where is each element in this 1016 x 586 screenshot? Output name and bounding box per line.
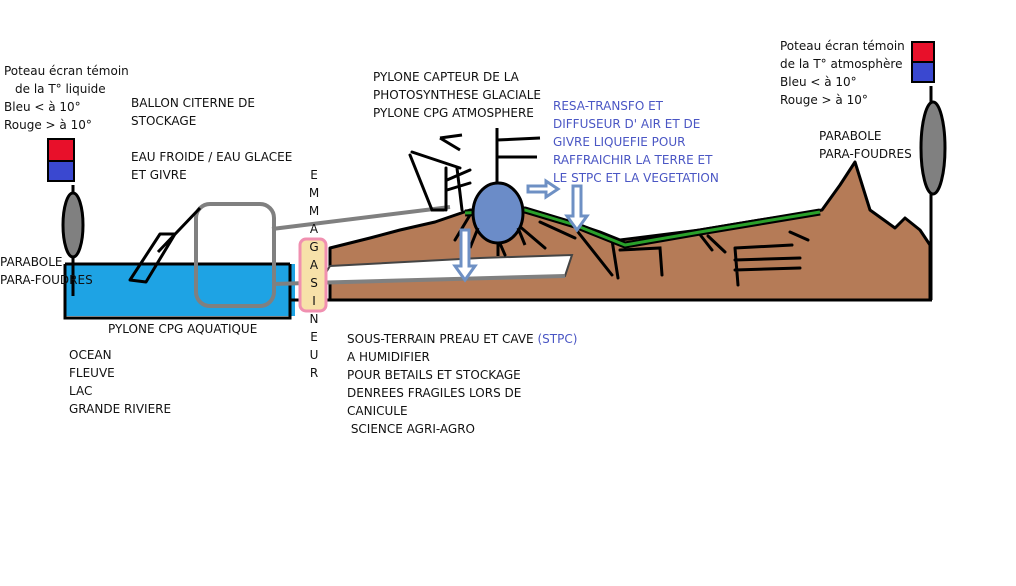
emmagasineur-letter: E (310, 330, 318, 344)
right-indicator (911, 41, 947, 300)
emmagasineur-pillar (298, 237, 328, 313)
emmagasineur-letter: N (309, 312, 319, 326)
arrow-down-center (452, 228, 478, 283)
label-sous-terrain: SOUS-TERRAIN PREAU ET CAVE (STPC) A HUMI… (347, 332, 578, 436)
label-pylone-aquatique: PYLONE CPG AQUATIQUE (108, 322, 258, 336)
emmagasineur-letter: I (312, 294, 316, 308)
label-pylone-capteur: PYLONE CAPTEUR DE LA PHOTOSYNTHESE GLACI… (373, 70, 542, 120)
emmagasineur-letter: M (308, 186, 320, 200)
antenna-arms (439, 128, 541, 200)
stpc-tag: (STPC) (537, 332, 578, 346)
emmagasineur-letter: A (309, 258, 319, 272)
emmagasineur-letter: R (309, 366, 319, 380)
emmagasineur-letter: S (310, 276, 318, 290)
arrow-down-right (564, 184, 590, 233)
label-resa-transfo: RESA-TRANSFO ET DIFFUSEUR D' AIR ET DE G… (553, 99, 719, 185)
emmagasineur-letter: A (309, 222, 319, 236)
green-pipe-inner (464, 208, 821, 247)
emmagasineur-letter: U (309, 348, 319, 362)
emmagasineur-letter: G (309, 240, 319, 254)
arrow-right (526, 178, 561, 200)
label-parabole-right: PARABOLE PARA-FOUDRES (819, 129, 912, 161)
label-ballon-citerne: BALLON CITERNE DE STOCKAGE (131, 96, 255, 128)
sphere-legs (468, 227, 527, 256)
pipe-upper (271, 205, 451, 231)
label-eau-froide: EAU FROIDE / EAU GLACEE ET GIVRE (131, 150, 293, 182)
emmagasineur-letter: E (310, 168, 318, 182)
water-body (65, 264, 295, 316)
storage-tank (194, 202, 276, 308)
label-water-bodies: OCEAN FLEUVE LAC GRANDE RIVIERE (69, 348, 172, 416)
diffuser-sphere (471, 181, 525, 245)
atmosphere-pylon (408, 150, 472, 212)
emmagasineur-letter: M (308, 204, 320, 218)
aquatic-pylon (128, 206, 202, 284)
left-indicator (47, 138, 85, 296)
label-parabole-left: PARABOLE PARA-FOUDRES (0, 255, 93, 287)
water-outline (63, 262, 292, 320)
label-poteau-atmosphere: Poteau écran témoin de la T° atmosphère … (780, 39, 905, 107)
sous-terrain-title: SOUS-TERRAIN PREAU ET CAVE (347, 332, 538, 346)
label-poteau-liquide: Poteau écran témoin de la T° liquide Ble… (4, 64, 129, 132)
